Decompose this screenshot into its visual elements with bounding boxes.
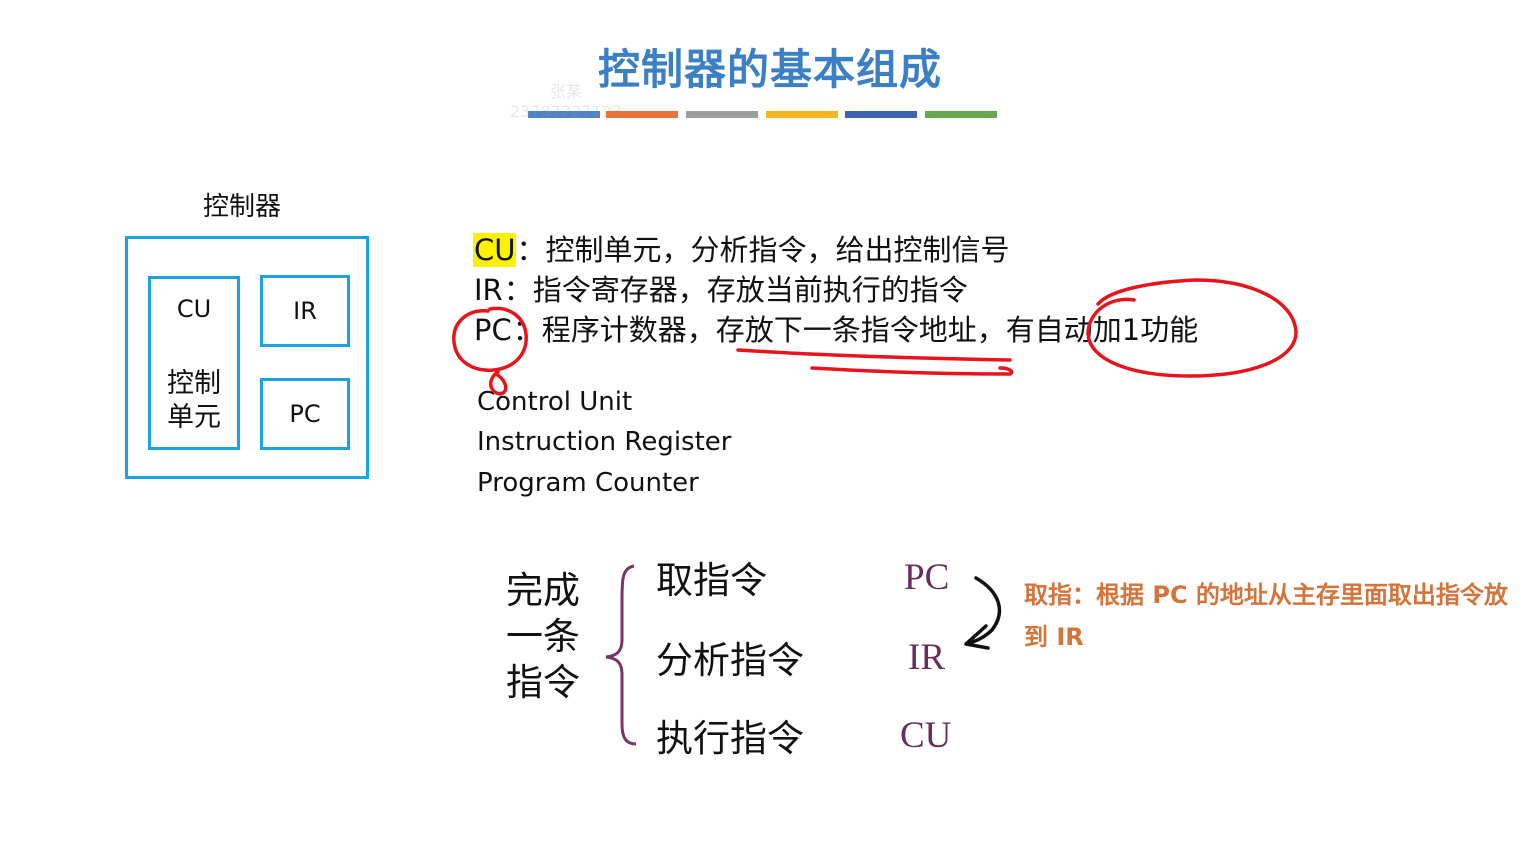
pc-box: PC <box>260 378 350 450</box>
definition-key-pc: PC <box>474 313 512 347</box>
cu-box-title: CU <box>176 295 212 323</box>
steps-left-line-3: 指令 <box>506 661 580 704</box>
title-bar-6 <box>925 111 997 118</box>
definition-cu: CU：控制单元，分析指令，给出控制信号 <box>473 232 1010 268</box>
definition-text-cu: 控制单元，分析指令，给出控制信号 <box>545 233 1010 267</box>
title-bar-4 <box>766 111 838 118</box>
register-pc: PC <box>904 557 950 598</box>
title-bar-2 <box>606 111 678 118</box>
title-bar-3 <box>686 111 758 118</box>
auto-increment-circle-annotation <box>1086 278 1298 378</box>
register-cu: CU <box>900 715 952 756</box>
english-pc: Program Counter <box>477 468 699 498</box>
slide-title: 控制器的基本组成 <box>597 45 942 94</box>
next-address-underline <box>736 348 1014 376</box>
ir-box: IR <box>260 275 350 347</box>
definition-sep-cu: ： <box>516 233 546 267</box>
cu-desc-line-2: 单元 <box>167 402 221 433</box>
cu-box: CU 控制 单元 <box>148 276 240 450</box>
fetch-note: 取指：根据 PC 的地址从主存里面取出指令放到 IR <box>1024 581 1508 651</box>
step-execute: 执行指令 <box>656 717 804 760</box>
definition-key-ir: IR <box>474 273 503 307</box>
watermark-line-2: 23787227123 <box>510 102 622 121</box>
steps-left-line-2: 一条 <box>506 615 580 658</box>
steps-left-label: 完成 一条 指令 <box>506 568 596 706</box>
fetch-arrow-icon <box>964 576 1002 650</box>
controller-box <box>125 236 369 479</box>
step-fetch: 取指令 <box>656 559 767 602</box>
register-ir: IR <box>908 637 945 678</box>
cu-desc-line-1: 控制 <box>167 368 221 399</box>
title-bar-1 <box>528 111 600 118</box>
english-ir: Instruction Register <box>477 427 732 457</box>
definition-text-ir: 指令寄存器，存放当前执行的指令 <box>532 273 968 307</box>
title-bar-5 <box>845 111 917 118</box>
definition-sep-ir: ： <box>503 273 533 307</box>
watermark: 张某 23787227123 <box>496 82 636 122</box>
step-decode: 分析指令 <box>656 639 804 682</box>
brace-shape <box>605 564 637 746</box>
pc-circle-annotation <box>452 306 528 396</box>
cu-box-desc: 控制 单元 <box>151 367 237 435</box>
watermark-line-1: 张某 <box>549 82 582 101</box>
controller-label: 控制器 <box>203 192 282 222</box>
definition-key-cu: CU <box>473 233 517 267</box>
steps-left-line-1: 完成 <box>506 569 580 612</box>
definition-ir: IR：指令寄存器，存放当前执行的指令 <box>473 272 968 308</box>
